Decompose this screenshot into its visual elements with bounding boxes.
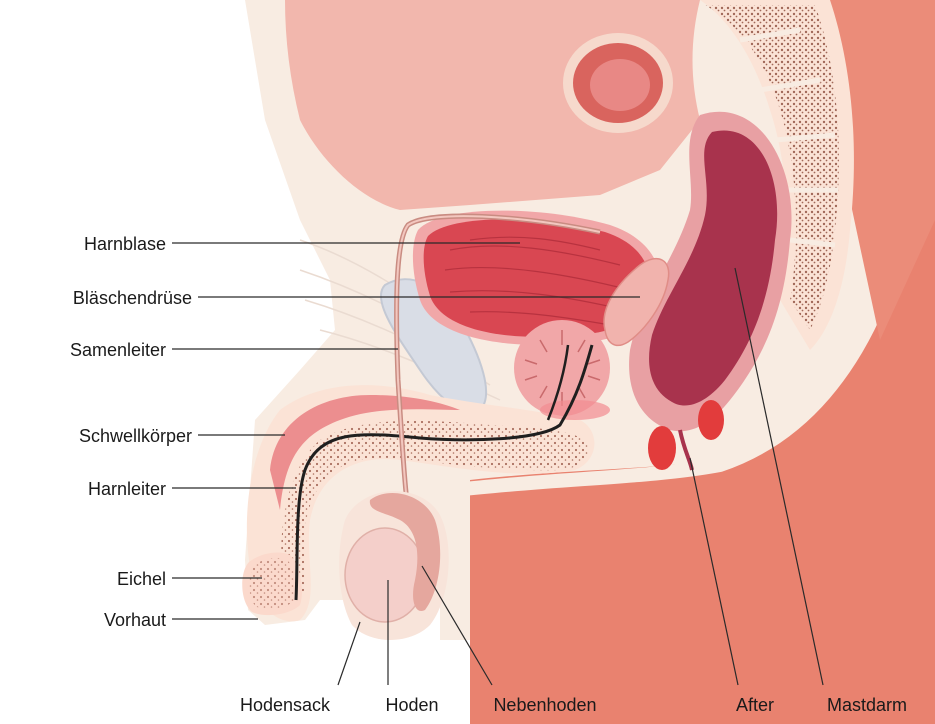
- testis: [345, 528, 425, 622]
- glans-dots: [249, 558, 296, 609]
- leader-hodensack: [338, 622, 360, 685]
- label-hodensack: Hodensack: [240, 695, 331, 715]
- label-vorhaut: Vorhaut: [104, 610, 166, 630]
- label-harnblase: Harnblase: [84, 234, 166, 254]
- anal-sphincter-left: [648, 426, 676, 470]
- label-nebenhoden: Nebenhoden: [493, 695, 596, 715]
- label-harnleiter: Harnleiter: [88, 479, 166, 499]
- label-schwellkoerper: Schwellkörper: [79, 426, 192, 446]
- anal-sphincter-right: [698, 400, 724, 440]
- label-samenleiter: Samenleiter: [70, 340, 166, 360]
- intestine-lumen: [590, 59, 650, 111]
- label-mastdarm: Mastdarm: [827, 695, 907, 715]
- label-eichel: Eichel: [117, 569, 166, 589]
- label-hoden: Hoden: [385, 695, 438, 715]
- label-blaeschendruese: Bläschendrüse: [73, 288, 192, 308]
- label-after: After: [736, 695, 774, 715]
